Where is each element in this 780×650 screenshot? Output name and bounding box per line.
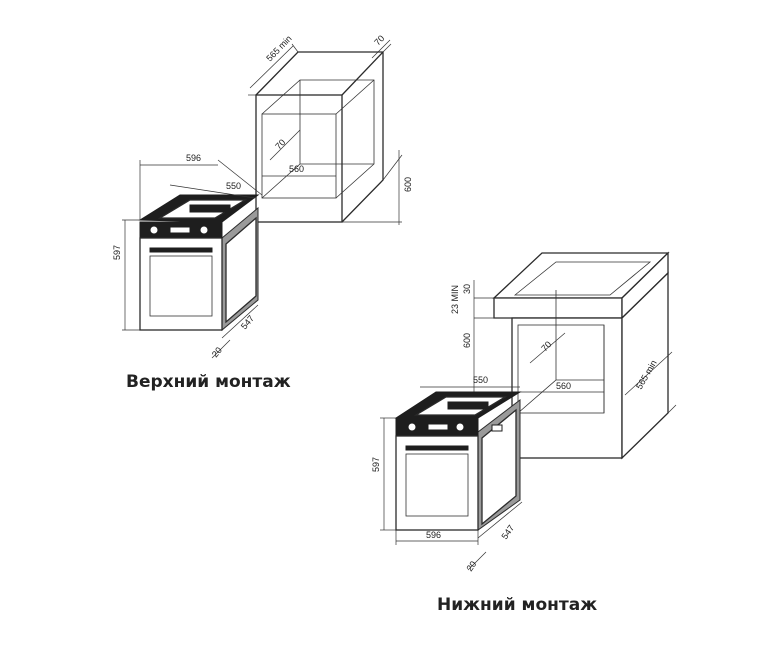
bottom-cabinet-gap-30-label: 30 [462,284,472,294]
top-cabinet-height-label: 600 [403,177,413,192]
top-oven-width-596-label: 596 [186,153,201,163]
bottom-oven-height-label: 597 [371,457,381,472]
top-cabinet [248,39,403,225]
bottom-oven-depth-label: 547 [499,523,516,541]
bottom-oven-front-label: 20 [464,559,478,573]
top-cabinet-depth-label: 565 min [264,33,293,63]
top-oven [122,159,263,359]
bottom-cabinet-height-label: 600 [462,333,472,348]
bottom-cabinet-width-label: 560 [556,381,571,391]
top-oven-height-label: 597 [112,245,122,260]
top-install-caption: Верхний монтаж [126,372,291,392]
bottom-oven-width-550-label: 550 [473,375,488,385]
top-oven-width-550-label: 550 [226,181,241,191]
bottom-cabinet [470,251,677,460]
bottom-oven-width-596-label: 596 [426,530,441,540]
bottom-install-caption: Нижний монтаж [437,595,598,615]
bottom-oven [380,386,523,571]
bottom-cabinet-gap-23min-label: 23 MIN [450,285,460,314]
top-oven-depth-label: 547 [239,313,256,331]
top-oven-front-label: 20 [210,345,224,359]
top-cabinet-width-label: 560 [289,164,304,174]
